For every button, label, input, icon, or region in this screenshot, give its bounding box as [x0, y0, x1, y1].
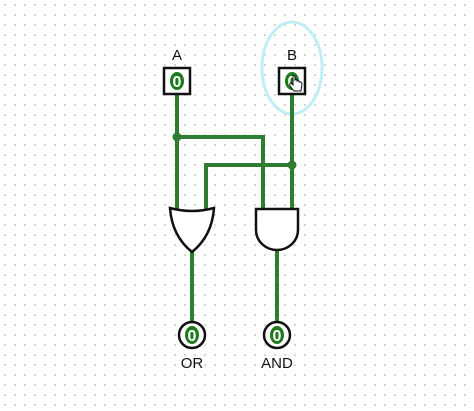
- and-gate[interactable]: [254, 207, 300, 252]
- hand-pointer-icon: [289, 75, 303, 92]
- wires: [175, 94, 294, 324]
- wire-a-and: [175, 135, 265, 214]
- output-and-value: 0: [273, 328, 282, 345]
- output-and: 0 AND: [261, 320, 293, 372]
- or-gate[interactable]: [168, 206, 216, 254]
- input-a-value: 0: [173, 74, 182, 91]
- input-b-label: B: [287, 47, 297, 64]
- wire-b-or: [204, 163, 294, 214]
- input-a-label: A: [172, 47, 182, 64]
- input-b-value: 0: [288, 74, 297, 91]
- output-or: 0 OR: [177, 320, 207, 372]
- input-a[interactable]: A 0: [162, 47, 192, 96]
- output-and-label: AND: [261, 355, 293, 372]
- junction-b: [287, 160, 297, 170]
- input-b[interactable]: B 0: [277, 47, 307, 96]
- output-or-value: 0: [188, 328, 197, 345]
- output-or-label: OR: [181, 355, 204, 372]
- junction-a: [172, 132, 182, 142]
